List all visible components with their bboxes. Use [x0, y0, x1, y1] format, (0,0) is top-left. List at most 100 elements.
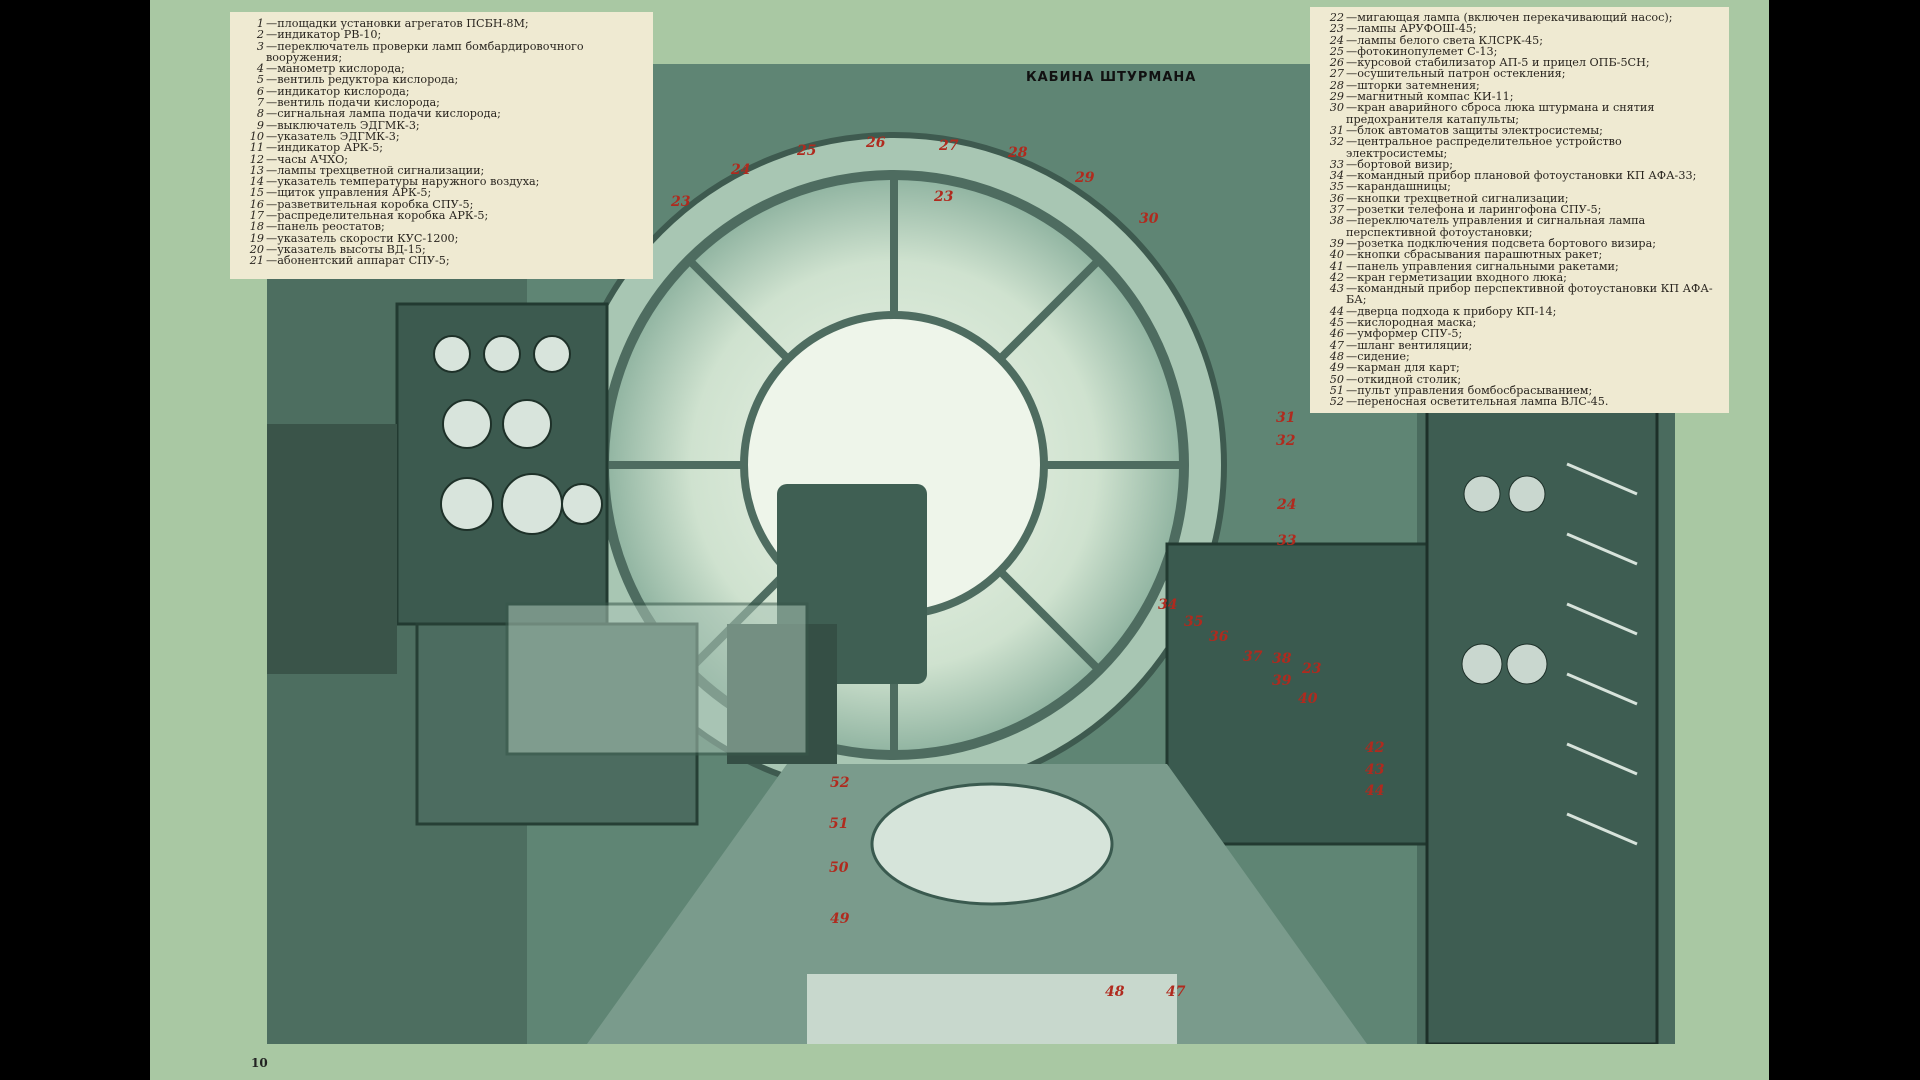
legend-number: 23 — [1329, 22, 1344, 36]
legend-number: 21 — [249, 254, 264, 268]
legend-item: 17—распределительная коробка АРК-5; — [250, 210, 643, 222]
legend-number: 15 — [249, 186, 264, 200]
callout-label: 27 — [939, 138, 959, 154]
legend-item: 27—осушительный патрон остекления; — [1330, 67, 1719, 81]
diagram-title: КАБИНА ШТУРМАНА — [1026, 70, 1197, 85]
callout-label: 31 — [1276, 410, 1296, 426]
legend-number: 22 — [1329, 11, 1344, 24]
legend-item: 28—шторки затемнения; — [1330, 79, 1719, 91]
callout-label: 32 — [1276, 433, 1296, 449]
legend-item: 46—умформер СПУ-5; — [1330, 327, 1719, 341]
legend-item: 7—вентиль подачи кислорода; — [257, 97, 643, 109]
legend-number: 51 — [1329, 383, 1344, 397]
legend-text: —пульт управления бомбосбрасыванием; — [1346, 383, 1593, 397]
legend-text: —курсовой стабилизатор АП-5 и прицел ОПБ… — [1346, 56, 1650, 70]
legend-number: 44 — [1329, 304, 1344, 318]
legend-number: 4 — [256, 62, 264, 76]
callout-label: 28 — [1008, 145, 1028, 161]
legend-item: 31—блок автоматов защиты электросистемы; — [1330, 125, 1719, 137]
legend-text: —дверца подхода к прибору КП-14; — [1346, 304, 1557, 318]
legend-number: 12 — [249, 152, 264, 166]
legend-item: 22—мигающая лампа (включен перекачивающи… — [1330, 11, 1719, 24]
legend-number: 50 — [1329, 372, 1344, 386]
legend-number: 42 — [1329, 270, 1344, 284]
legend-number: 33 — [1329, 157, 1344, 171]
legend-item: 38—переключатель управления и сигнальная… — [1330, 215, 1719, 238]
legend-text: —командный прибор плановой фотоустановки… — [1346, 169, 1697, 183]
legend-item: 44—дверца подхода к прибору КП-14; — [1330, 304, 1719, 318]
legend-number: 37 — [1329, 203, 1344, 217]
legend-number: 24 — [1329, 33, 1344, 47]
callout-label: 48 — [1105, 984, 1125, 1000]
legend-number: 26 — [1329, 56, 1344, 70]
legend-item: 2—индикатор РВ-10; — [257, 29, 643, 41]
callout-label: 50 — [829, 860, 849, 876]
callout-label: 52 — [830, 775, 850, 791]
legend-text: —манометр кислорода; — [266, 62, 405, 76]
legend-text: —откидной столик; — [1346, 372, 1462, 386]
legend-number: 49 — [1329, 361, 1344, 375]
legend-item: 49—карман для карт; — [1330, 361, 1719, 375]
legend-item: 25—фотокинопулемет С-13; — [1330, 46, 1719, 58]
callout-label: 23 — [934, 189, 954, 205]
legend-text: —мигающая лампа (включен перекачивающий … — [1346, 11, 1673, 24]
legend-item: 45—кислородная маска; — [1330, 317, 1719, 329]
legend-item: 18—панель реостатов; — [250, 221, 643, 233]
legend-number: 20 — [249, 242, 264, 256]
legend-item: 4—манометр кислорода; — [257, 62, 643, 76]
legend-number: 34 — [1329, 169, 1344, 183]
legend-number: 14 — [249, 175, 264, 189]
legend-text: —осушительный патрон остекления; — [1346, 67, 1566, 81]
legend-number: 25 — [1329, 44, 1344, 58]
legend-number: 10 — [249, 129, 264, 143]
legend-number: 19 — [249, 231, 264, 245]
legend-item: 15—щиток управления АРК-5; — [250, 187, 643, 199]
legend-item: 41—панель управления сигнальными ракетам… — [1330, 260, 1719, 272]
callout-label: 25 — [797, 143, 817, 159]
legend-left: 1—площадки установки агрегатов ПСБН-8М;2… — [230, 12, 653, 279]
legend-text: —указатель температуры наружного воздуха… — [266, 175, 540, 189]
callout-label: 26 — [866, 135, 886, 151]
callout-label: 44 — [1365, 783, 1385, 799]
callout-label: 29 — [1075, 170, 1095, 186]
legend-text: —магнитный компас КИ-11; — [1346, 90, 1514, 104]
legend-number: 2 — [256, 28, 264, 42]
callout-label: 39 — [1272, 673, 1292, 689]
legend-text: —площадки установки агрегатов ПСБН-8М; — [266, 17, 529, 30]
legend-number: 46 — [1329, 327, 1344, 341]
legend-text: —центральное распределительное устройств… — [1346, 135, 1626, 160]
callout-label: 23 — [671, 194, 691, 210]
legend-item: 10—указатель ЭДГМК-3; — [250, 131, 643, 143]
legend-number: 6 — [256, 84, 264, 98]
legend-text: —розетка подключения подсвета бортового … — [1346, 236, 1657, 250]
legend-number: 8 — [256, 107, 264, 121]
legend-number: 47 — [1329, 338, 1344, 352]
callout-label: 40 — [1298, 691, 1318, 707]
legend-number: 31 — [1329, 123, 1344, 137]
legend-number: 52 — [1329, 395, 1344, 409]
legend-number: 36 — [1329, 191, 1344, 205]
legend-text: —карман для карт; — [1346, 361, 1460, 375]
legend-right: 22—мигающая лампа (включен перекачивающи… — [1310, 7, 1729, 413]
legend-number: 30 — [1329, 101, 1344, 115]
legend-number: 7 — [256, 96, 264, 110]
legend-number: 28 — [1329, 78, 1344, 92]
legend-item: 33—бортовой визир; — [1330, 159, 1719, 171]
legend-item: 34—командный прибор плановой фотоустанов… — [1330, 169, 1719, 183]
callout-label: 30 — [1139, 211, 1159, 227]
legend-text: —шланг вентиляции; — [1346, 338, 1473, 352]
legend-text: —умформер СПУ-5; — [1346, 327, 1463, 341]
callout-label: 33 — [1277, 533, 1297, 549]
legend-item: 14—указатель температуры наружного возду… — [250, 175, 643, 189]
legend-item: 39—розетка подключения подсвета бортовог… — [1330, 236, 1719, 250]
legend-item: 29—магнитный компас КИ-11; — [1330, 90, 1719, 104]
legend-text: —лампы трехцветной сигнализации; — [266, 163, 485, 177]
callout-label: 37 — [1243, 649, 1263, 665]
legend-text: —лампы АРУФОШ-45; — [1346, 22, 1477, 36]
callout-label: 51 — [829, 816, 849, 832]
legend-number: 48 — [1329, 349, 1344, 363]
legend-item: 12—часы АЧХО; — [250, 153, 643, 165]
legend-text: —индикатор кислорода; — [266, 84, 410, 98]
legend-item: 43—командный прибор перспективной фотоус… — [1330, 283, 1719, 306]
legend-number: 41 — [1329, 259, 1344, 273]
